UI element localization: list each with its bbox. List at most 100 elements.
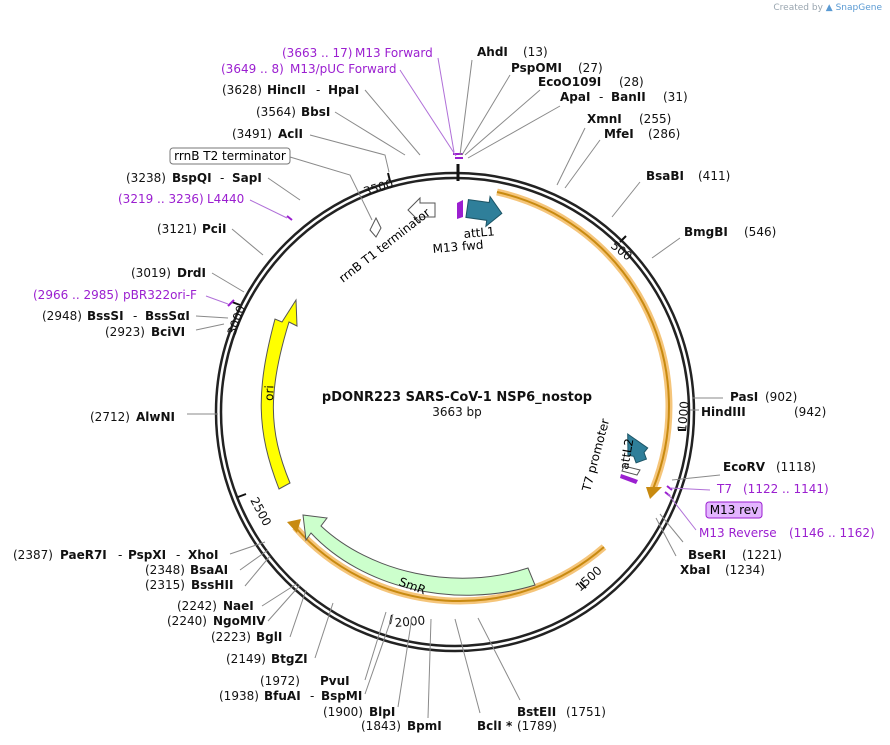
tick-1500 xyxy=(579,581,587,589)
lead-bseRI xyxy=(659,513,684,543)
pbr322-mark xyxy=(227,299,235,307)
bfuAI-pos: (1938) xyxy=(219,689,259,703)
m13-reverse-name: M13 Reverse xyxy=(699,526,777,540)
bfuAI-name: BfuAI xyxy=(264,689,301,703)
hincII-pos: (3628) xyxy=(222,83,262,97)
gene-arc-right xyxy=(496,191,670,490)
m13-puc-forward-name: M13/pUC Forward xyxy=(290,62,397,76)
alwNI-pos: (2712) xyxy=(90,410,130,424)
ngoMIV-name: NgoMIV xyxy=(213,614,266,628)
gene-arc-bottom-arrowhead xyxy=(287,519,301,533)
bssSaI-name: BssSαI xyxy=(145,309,190,323)
mfeI-pos: (286) xyxy=(648,127,680,141)
bspQI-name: BspQI xyxy=(172,171,212,185)
pspOMI-name: PspOMI xyxy=(511,61,562,75)
ecoO109I-name: EcoO109I xyxy=(538,75,601,89)
ecoO109I-pos: (28) xyxy=(619,75,644,89)
bmgBI-pos: (546) xyxy=(744,225,776,239)
bsaAI-name: BsaAI xyxy=(190,563,228,577)
bspQI-pos: (3238) xyxy=(126,171,166,185)
m13-reverse-pos: (1146 .. 1162) xyxy=(789,526,875,540)
bstEII-pos: (1751) xyxy=(566,705,606,719)
m13-fwd-primer xyxy=(457,200,463,219)
btgZI-pos: (2149) xyxy=(226,652,266,666)
lead-bssSI xyxy=(195,315,229,319)
tick-500 xyxy=(619,235,627,243)
hincII-name: HincII xyxy=(267,83,306,97)
bsaBI-pos: (411) xyxy=(698,169,730,183)
tick-3500 xyxy=(387,172,391,182)
svg-text:-: - xyxy=(133,309,137,323)
lead-bstEII xyxy=(477,617,521,701)
ori-label: ori xyxy=(262,385,277,401)
lead-pvuI xyxy=(364,611,387,681)
lead-drdI xyxy=(211,272,245,293)
snapgene-logo: ▲ xyxy=(825,3,833,13)
tick-label-2000: 2000 xyxy=(394,613,426,630)
aclI-pos: (3491) xyxy=(232,127,272,141)
l4440-pos: (3219 .. 3236) xyxy=(118,192,204,206)
gene-arc-bottom xyxy=(294,526,605,603)
hindIII-pos: (942) xyxy=(794,405,826,419)
tick-2500 xyxy=(237,493,247,498)
lead-bglI xyxy=(289,589,307,638)
backbone-outer-strand xyxy=(214,171,696,653)
paeR7I-name: PaeR7I xyxy=(60,548,107,562)
m13-rev-box-label: M13 rev xyxy=(710,503,759,517)
credit-brand: SnapGene xyxy=(835,3,882,13)
attL2-feature xyxy=(627,433,649,464)
lead-xbaI xyxy=(655,517,677,557)
drdI-pos: (3019) xyxy=(131,266,171,280)
leader-lines xyxy=(187,59,723,719)
blpI-pos: (1900) xyxy=(323,705,363,719)
bseRI-name: BseRI xyxy=(688,548,726,562)
smr-feature xyxy=(302,514,536,596)
lead-bbsI xyxy=(334,111,406,156)
tick-label-2500: 2500 xyxy=(247,495,274,529)
ahdI-name: AhdI xyxy=(477,45,508,59)
plasmid-name: pDONR223 SARS-CoV-1 NSP6_nostop xyxy=(322,390,592,405)
t7-pos: (1122 .. 1141) xyxy=(743,482,829,496)
lead-bsaAI xyxy=(239,549,269,571)
lead-bmgBI xyxy=(651,237,681,259)
tick-label-3500: 3500 xyxy=(362,177,395,199)
rrnB-t1-arrow xyxy=(407,196,436,224)
pbr322-pos: (2966 .. 2985) xyxy=(33,288,119,302)
bglI-pos: (2223) xyxy=(211,630,251,644)
lead-bfuAI xyxy=(364,613,394,695)
pciI-name: PciI xyxy=(202,222,227,236)
lead-bciVI xyxy=(195,323,225,331)
ahdI-pos: (13) xyxy=(523,45,548,59)
primer-leader-lines xyxy=(205,57,711,531)
bssSI-pos: (2948) xyxy=(42,309,82,323)
lead-ngoMIV xyxy=(267,584,301,622)
bssSI-name: BssSI xyxy=(87,309,124,323)
rrnb-t2-label: rrnB T2 terminator xyxy=(174,149,286,163)
backbone-inner-strand xyxy=(219,176,691,648)
attL2-label: attL2 xyxy=(617,437,636,470)
pasI-name: PasI xyxy=(730,390,758,404)
svg-text:-: - xyxy=(176,548,180,562)
svg-text:-: - xyxy=(220,171,224,185)
snapgene-credit: Created by ▲ SnapGene xyxy=(773,3,882,13)
hpaI-name: HpaI xyxy=(328,83,359,97)
gene-arc-right-arrowhead xyxy=(646,487,662,499)
xbaI-pos: (1234) xyxy=(725,563,765,577)
sapI-name: SapI xyxy=(232,171,262,185)
tick-label-1000: 1000 xyxy=(675,401,692,433)
bclI-name: BclI * xyxy=(477,719,513,733)
l4440-name: L4440 xyxy=(207,192,244,206)
lead-hincII xyxy=(364,89,421,156)
ori-feature xyxy=(260,298,298,490)
bbsI-pos: (3564) xyxy=(256,105,296,119)
bssHII-name: BssHII xyxy=(191,578,233,592)
ecoRV-pos: (1118) xyxy=(776,460,816,474)
lead-bclI xyxy=(454,618,481,714)
attL1-feature xyxy=(465,195,503,228)
lead-bssHII xyxy=(244,555,271,587)
mfeI-name: MfeI xyxy=(604,127,634,141)
tick-label-3000: 3000 xyxy=(225,304,249,337)
tick-3000 xyxy=(231,301,241,306)
xhoI-name: XhoI xyxy=(188,548,219,562)
l4440-mark xyxy=(286,215,293,221)
